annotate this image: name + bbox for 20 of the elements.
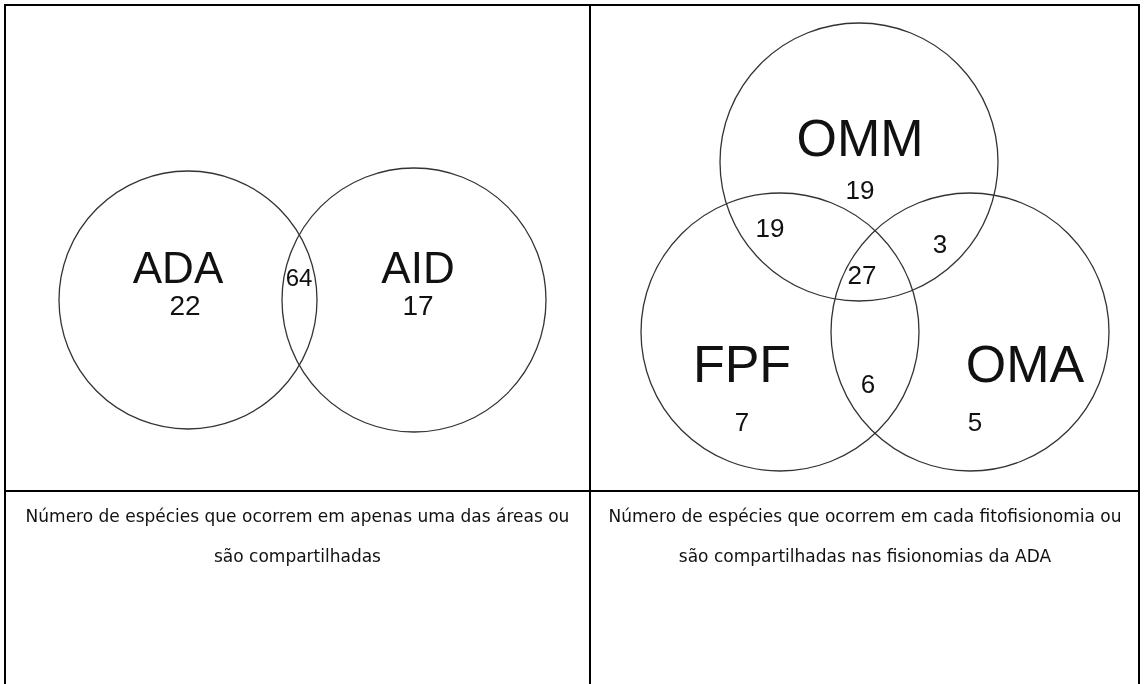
count-label: 19 [845,177,875,203]
venn-circle [719,22,999,302]
venn-circle [281,167,547,433]
caption-text: Número de espécies que ocorrem em cada fitofisionomia ou são compartilhadas nas fisionomias da ADA [607,505,1123,568]
set-label: AID [381,246,455,290]
set-label: OMM [796,112,924,164]
intersection-count: 64 [285,266,313,290]
count-label: 7 [734,409,750,435]
intersection-count: 3 [932,231,948,257]
caption-text: Número de espécies que ocorrem em apenas uma das áreas ou são compartilhadas [24,505,571,568]
set-label: OMA [965,338,1085,390]
intersection-count: 6 [860,371,876,397]
set-label: FPF [692,338,792,390]
intersection-count: 19 [755,215,785,241]
set-label: ADA [132,246,224,290]
count-label: 22 [169,292,201,320]
count-label: 5 [967,409,983,435]
venn-circle [58,170,318,430]
intersection-count: 27 [847,262,877,288]
count-label: 17 [402,292,434,320]
